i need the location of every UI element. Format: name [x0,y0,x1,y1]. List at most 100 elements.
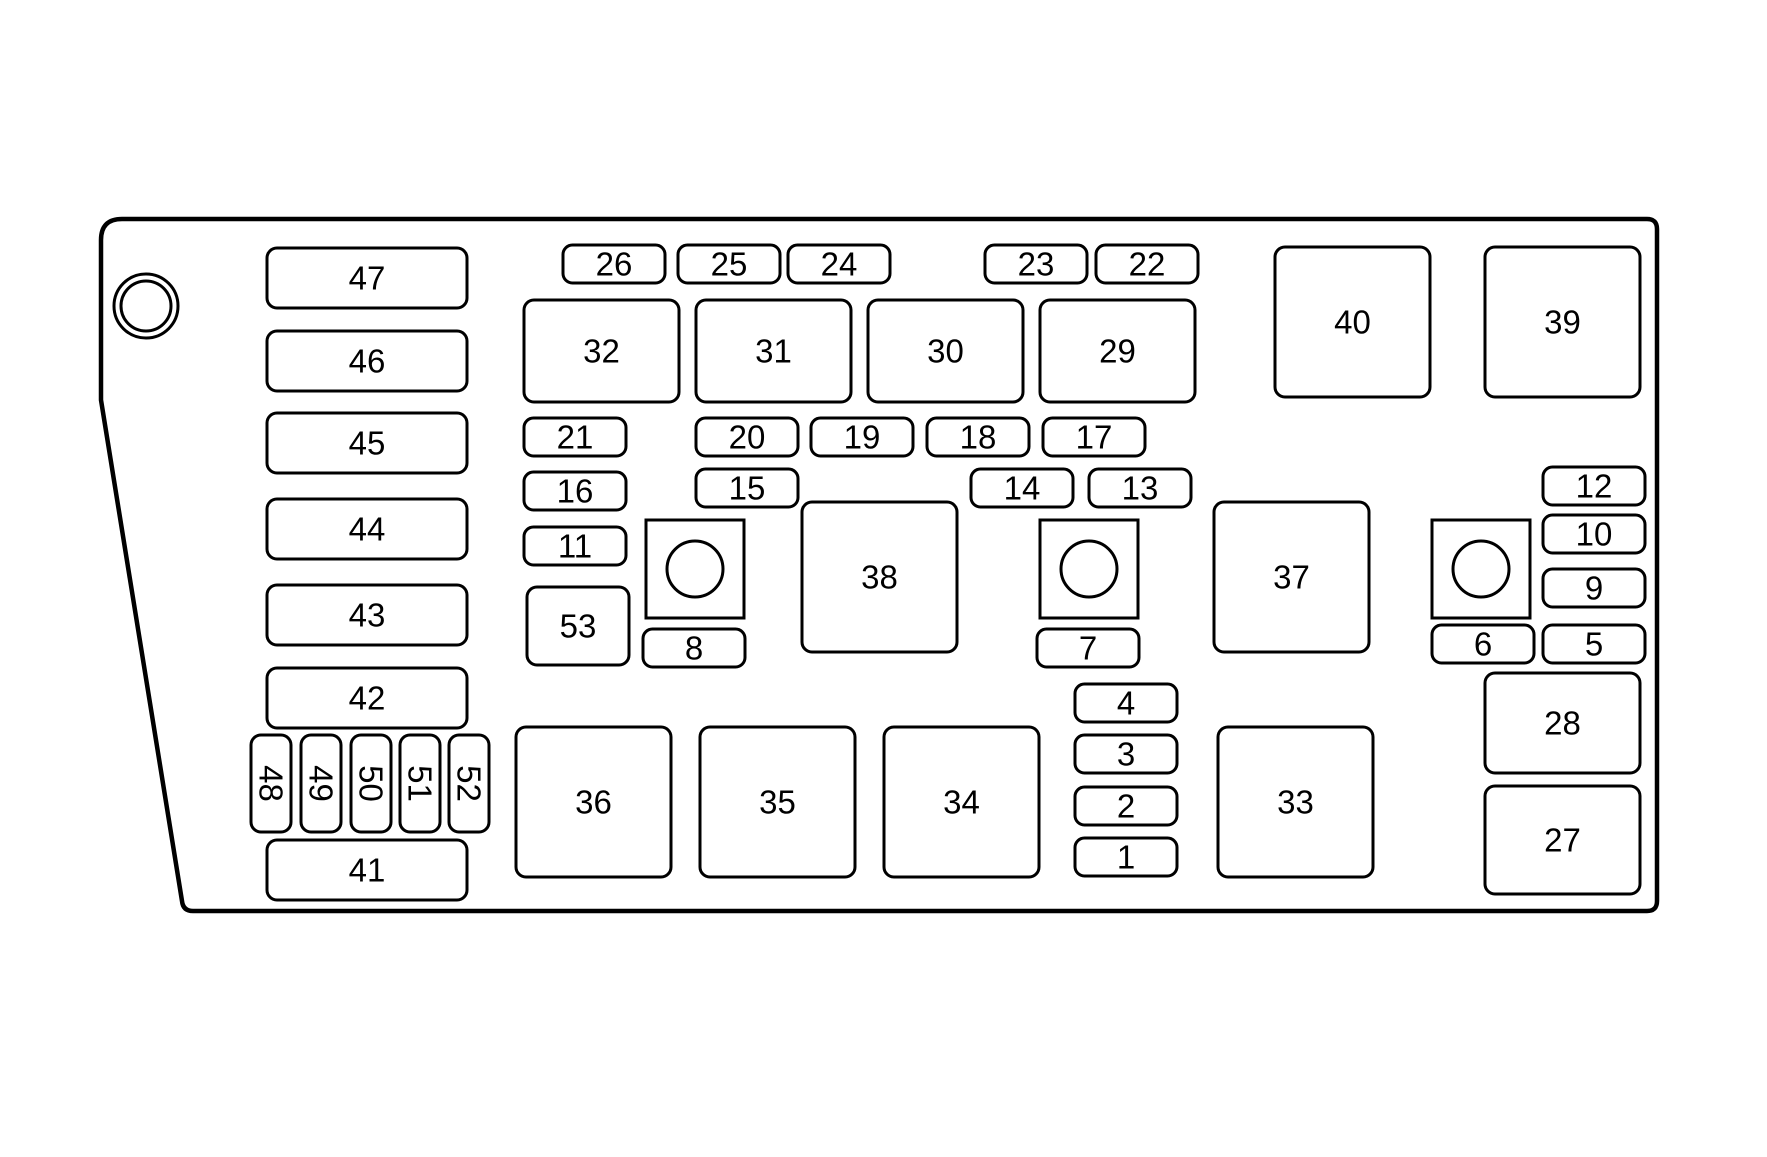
fuse-13-outline [1087,467,1193,509]
fuse-1: 1 [1073,836,1179,878]
terminal-studs [644,518,1532,620]
fuse-43-label: 43 [349,597,386,634]
fuse-33-outline [1216,725,1375,879]
fuse-34: 34 [882,725,1041,879]
fuse-13-label: 13 [1122,470,1159,507]
fuse-3-label: 3 [1117,736,1135,773]
fuse-21: 21 [522,416,628,458]
fuse-30: 30 [866,298,1025,404]
fuse-43-outline [265,583,469,647]
fuse-29-outline [1038,298,1197,404]
fuse-31-label: 31 [755,333,792,370]
fuse-9-outline [1541,567,1647,609]
fuse-36: 36 [514,725,673,879]
fuse-15: 15 [694,467,800,509]
fuse-10-label: 10 [1576,516,1613,553]
fuse-39-label: 39 [1544,304,1581,341]
fuse-1-outline [1073,836,1179,878]
fuse-28-outline [1483,671,1642,775]
fuse-30-label: 30 [927,333,964,370]
fuse-14-label: 14 [1004,470,1041,507]
fuse-35-outline [698,725,857,879]
fuse-39-outline [1483,245,1642,399]
fuse-23-label: 23 [1018,246,1055,283]
fuse-5-outline [1541,623,1647,665]
fuse-53-outline [525,585,631,667]
fuse-25-outline [676,243,782,285]
fuse-39: 39 [1483,245,1642,399]
fuse-12: 12 [1541,465,1647,507]
fuse-4-label: 4 [1117,685,1135,722]
fuse-27-outline [1483,784,1642,896]
fuse-14: 14 [969,467,1075,509]
fuse-12-outline [1541,465,1647,507]
fuse-5: 5 [1541,623,1647,665]
fuse-48-label: 48 [253,765,290,802]
fuse-28-label: 28 [1544,705,1581,742]
fuse-44-outline [265,497,469,561]
fuse-53: 53 [525,585,631,667]
terminal-stud-bolt [665,539,725,599]
fuse-35-label: 35 [759,784,796,821]
fuse-9: 9 [1541,567,1647,609]
terminal-stud-bolt [1451,539,1511,599]
fuse-21-label: 21 [557,419,594,456]
fuse-7: 7 [1035,627,1141,669]
fuse-8: 8 [641,627,747,669]
fuse-32: 32 [522,298,681,404]
fuse-35: 35 [698,725,857,879]
fuse-10-outline [1541,513,1647,555]
fuse-29-label: 29 [1099,333,1136,370]
fuse-10: 10 [1541,513,1647,555]
fuse-3-outline [1073,733,1179,775]
fuse-18-label: 18 [960,419,997,456]
terminal-stud-bolt [1059,539,1119,599]
fuse-18-outline [925,416,1031,458]
fuse-5-label: 5 [1585,626,1603,663]
fuse-50-outline [349,733,393,834]
fuse-34-outline [882,725,1041,879]
fuse-22: 22 [1094,243,1200,285]
fuse-17-outline [1041,416,1147,458]
fuse-52: 52 [447,733,491,834]
fuse-16: 16 [522,470,628,512]
fuse-20-label: 20 [729,419,766,456]
fuse-25: 25 [676,243,782,285]
fuse-37-label: 37 [1273,559,1310,596]
fuse-32-label: 32 [583,333,620,370]
fuse-41-outline [265,838,469,902]
fuse-19-outline [809,416,915,458]
fuse-46-outline [265,329,469,393]
fuse-34-label: 34 [943,784,980,821]
fuse-23: 23 [983,243,1089,285]
fuse-17-label: 17 [1076,419,1113,456]
fuse-23-outline [983,243,1089,285]
fuse-44: 44 [265,497,469,561]
fuse-19: 19 [809,416,915,458]
fuse-40-label: 40 [1334,304,1371,341]
fuse-40-outline [1273,245,1432,399]
fuse-22-label: 22 [1129,246,1166,283]
fuse-53-label: 53 [560,608,597,645]
fuse-6-outline [1430,623,1536,665]
fuse-14-outline [969,467,1075,509]
fuse-33: 33 [1216,725,1375,879]
fuse-52-label: 52 [451,765,488,802]
fuse-45-label: 45 [349,425,386,462]
fuse-27-label: 27 [1544,822,1581,859]
fuse-15-label: 15 [729,470,766,507]
fuse-50-label: 50 [353,765,390,802]
fuse-38: 38 [800,500,959,654]
fuse-19-label: 19 [844,419,881,456]
fuse-51: 51 [398,733,442,834]
fuse-8-outline [641,627,747,669]
fuse-42-outline [265,666,469,730]
fuse-46: 46 [265,329,469,393]
fuse-6: 6 [1430,623,1536,665]
fuse-44-label: 44 [349,511,386,548]
fuse-47-label: 47 [349,260,386,297]
fuse-25-label: 25 [711,246,748,283]
fuse-7-outline [1035,627,1141,669]
fuse-22-outline [1094,243,1200,285]
